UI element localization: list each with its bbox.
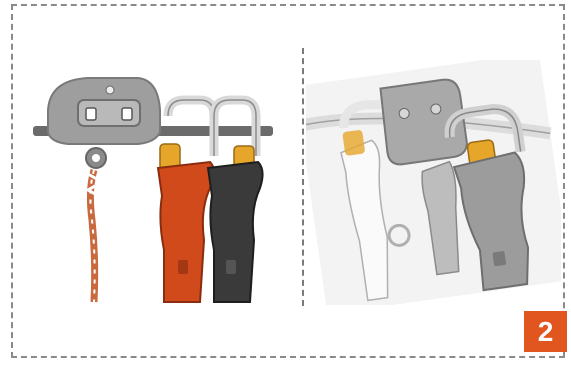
carabiner-dark-body [208,162,263,302]
carabiner-orange-body [158,162,214,302]
carabiner-dark-notch [226,260,236,274]
device-slot [86,108,96,120]
carabiner-orange-notch [178,260,188,274]
belay-device-two-carabiners-illustration [28,70,290,310]
step-number-badge: 2 [524,311,567,352]
belay-device-rope-threading-illustration [306,60,561,305]
device-eye-hole [92,154,100,162]
device-rivet [106,86,114,94]
right-illustration [306,60,561,305]
dashed-divider [302,48,304,306]
device-slot [122,108,132,120]
carabiner-white-gate [342,130,365,157]
left-illustration [28,70,290,310]
carabiner-gray-notch [492,251,506,267]
